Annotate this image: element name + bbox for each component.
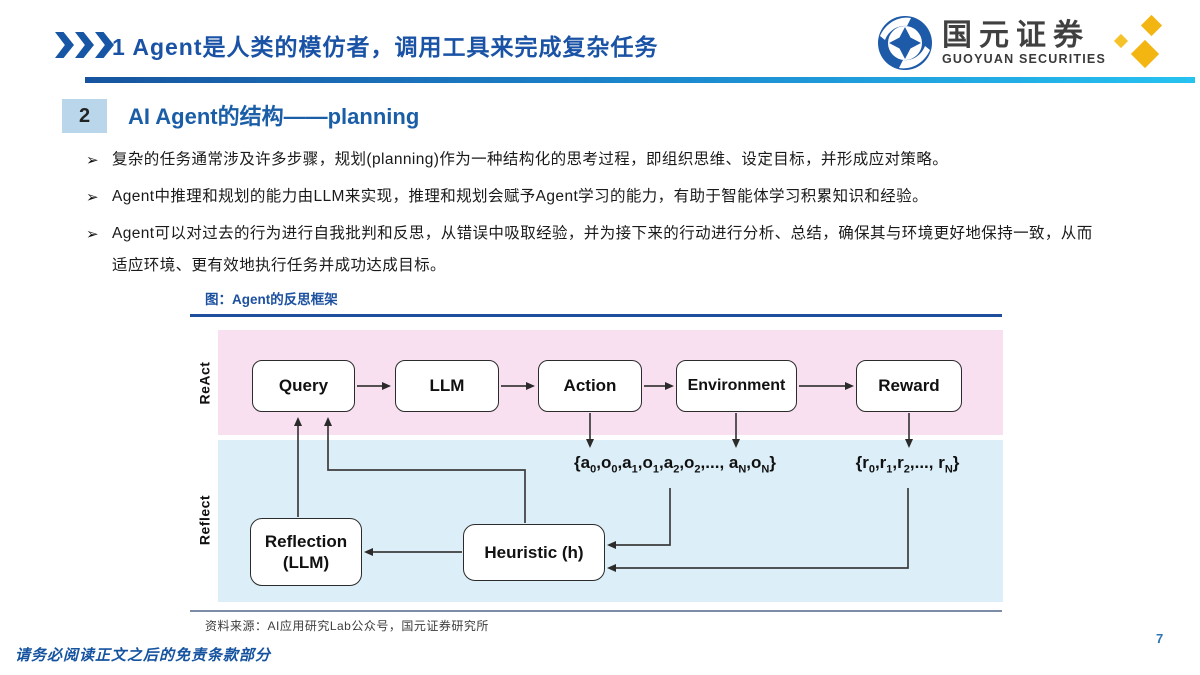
action-node: Action [538,360,642,412]
bullet-item: ➢ Agent可以对过去的行为进行自我批判和反思，从错误中吸取经验，并为接下来的… [86,218,1096,282]
bullet-item: ➢ 复杂的任务通常涉及许多步骤，规划(planning)作为一种结构化的思考过程… [86,144,1096,176]
figure-title-rule [190,314,1002,317]
bullet-item: ➢ Agent中推理和规划的能力由LLM来实现，推理和规划会赋予Agent学习的… [86,181,1096,213]
logo-name-en: GUOYUAN SECURITIES [942,52,1106,66]
logo: 国元证券 GUOYUAN SECURITIES [876,12,1166,74]
source-note: 资料来源：AI应用研究Lab公众号，国元证券研究所 [205,619,489,633]
heuristic-node: Heuristic (h) [463,524,605,581]
chevrons-icon [55,32,115,58]
llm-node: LLM [395,360,499,412]
bullet-text: Agent中推理和规划的能力由LLM来实现，推理和规划会赋予Agent学习的能力… [112,188,928,205]
page-number: 7 [1156,631,1164,646]
react-row-label: ReAct [196,361,213,405]
guoyuan-logo-icon [878,16,932,70]
query-node: Query [252,360,355,412]
header-divider [85,77,1195,83]
figure-title: 图：Agent的反思框架 [205,292,338,307]
reward-node: Reward [856,360,962,412]
figure-bottom-rule [190,610,1002,612]
section-title: AI Agent的结构——planning [128,104,420,129]
bullet-text: Agent可以对过去的行为进行自我批判和反思，从错误中吸取经验，并为接下来的行动… [112,225,1093,274]
bullet-text: 复杂的任务通常涉及许多步骤，规划(planning)作为一种结构化的思考过程，即… [112,151,949,168]
logo-text: 国元证券 GUOYUAN SECURITIES [942,19,1106,67]
gold-diamonds-icon [1113,14,1163,69]
bullet-list: ➢ 复杂的任务通常涉及许多步骤，规划(planning)作为一种结构化的思考过程… [86,144,1096,287]
logo-name-cn: 国元证券 [942,19,1090,52]
section-number-badge: 2 [62,99,107,133]
environment-node: Environment [676,360,797,412]
action-observation-set: {a0,o0,a1,o1,a2,o2,..., aN,oN} [574,453,776,476]
reflection-framework-diagram: ReAct Reflect Query LLM Action Environme… [190,325,1005,617]
reflect-row-label: Reflect [196,494,213,546]
bullet-arrow-icon: ➢ [86,151,99,169]
disclaimer-text: 请务必阅读正文之后的免责条款部分 [15,648,272,664]
reward-set: {r0,r1,r2,..., rN} [855,453,960,476]
page-title: 1 Agent是人类的模仿者，调用工具来完成复杂任务 [112,34,659,60]
bullet-arrow-icon: ➢ [86,225,99,243]
bullet-arrow-icon: ➢ [86,188,99,206]
reflection-node: Reflection (LLM) [250,518,362,586]
